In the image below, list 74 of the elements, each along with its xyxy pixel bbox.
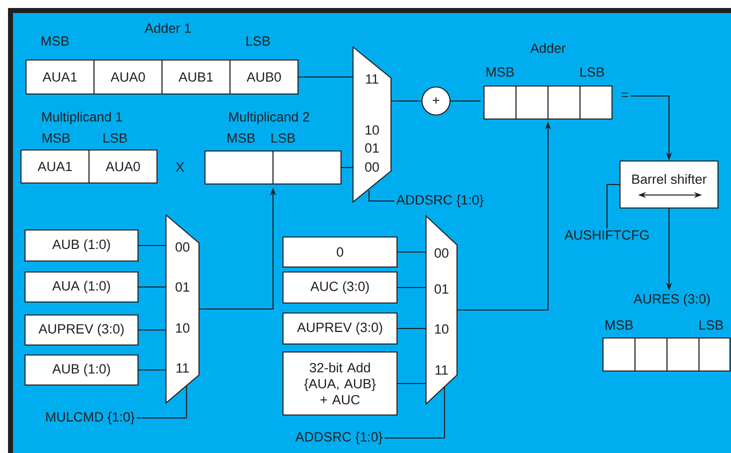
lsb-label: LSB bbox=[246, 36, 270, 46]
connector bbox=[450, 100, 480, 102]
msb-label: MSB bbox=[42, 133, 70, 143]
port-label: 10 bbox=[176, 323, 190, 333]
signal-label: ADDSRC {1:0} bbox=[295, 432, 382, 444]
port-label: 00 bbox=[365, 162, 379, 172]
lsb-label: LSB bbox=[272, 133, 295, 143]
register-cell bbox=[272, 150, 342, 185]
port-label: 00 bbox=[176, 242, 190, 252]
connector bbox=[398, 328, 426, 330]
connector bbox=[398, 382, 426, 384]
connector bbox=[138, 369, 166, 371]
register-title: Adder 1 bbox=[144, 23, 191, 33]
register-title: AURES (3:0) bbox=[634, 294, 710, 306]
input-box: AUB (1:0) bbox=[24, 354, 139, 386]
register-cell bbox=[602, 337, 636, 372]
input-box: 32-bit Add {AUA, AUB} + AUC bbox=[282, 351, 398, 416]
register-cell: AUA0 bbox=[93, 59, 163, 95]
register-cell bbox=[515, 85, 549, 120]
connector bbox=[606, 184, 620, 228]
connector bbox=[398, 286, 426, 288]
input-box: AUC (3:0) bbox=[282, 271, 398, 304]
port-label: 10 bbox=[366, 125, 379, 135]
signal-label: ADDSRC {1:0} bbox=[396, 194, 484, 208]
connector bbox=[392, 100, 422, 102]
msb-label: MSB bbox=[606, 320, 633, 330]
register-cell bbox=[547, 85, 581, 120]
register-cell bbox=[204, 150, 274, 185]
port-label: 11 bbox=[436, 365, 448, 375]
signal-label: AUSHIFTCFG bbox=[564, 230, 649, 240]
register-cell: AUB0 bbox=[229, 59, 299, 95]
msb-label: MSB bbox=[42, 36, 69, 46]
port-label: 11 bbox=[366, 74, 378, 84]
connector bbox=[138, 244, 166, 246]
register-cell bbox=[666, 337, 700, 372]
connector bbox=[398, 251, 426, 253]
port-label: 01 bbox=[434, 284, 448, 294]
input-box: AUA (1:0) bbox=[24, 271, 139, 303]
input-box: 0 bbox=[282, 236, 398, 268]
input-box: AUB (1:0) bbox=[24, 229, 139, 262]
port-label: 01 bbox=[176, 282, 190, 292]
port-label: 10 bbox=[435, 324, 448, 334]
connector bbox=[136, 386, 188, 419]
connector bbox=[384, 386, 446, 439]
connector bbox=[368, 190, 394, 202]
port-label: 01 bbox=[365, 143, 379, 153]
register-cell: AUA1 bbox=[25, 59, 95, 95]
lsb-label: LSB bbox=[580, 67, 604, 77]
register-cell: AUA1 bbox=[20, 149, 90, 184]
signal-label: MULCMD {1:0} bbox=[46, 412, 135, 424]
register-title: Multiplicand 2 bbox=[229, 112, 310, 124]
connector bbox=[298, 76, 352, 78]
input-box: AUPREV (3:0) bbox=[24, 314, 139, 346]
connector bbox=[138, 329, 166, 331]
input-box: AUPREV (3:0) bbox=[282, 312, 398, 345]
register-title: Adder bbox=[530, 43, 566, 53]
register-cell bbox=[698, 337, 731, 372]
register-cell: AUB1 bbox=[161, 59, 231, 95]
barrel-shifter-box: Barrel shifter bbox=[619, 160, 719, 209]
register-title: Multiplicand 1 bbox=[42, 112, 122, 124]
msb-label: MSB bbox=[486, 67, 514, 77]
register-cell: AUA0 bbox=[88, 149, 158, 184]
multiply-sign: X bbox=[176, 162, 184, 172]
lsb-label: LSB bbox=[104, 133, 127, 143]
port-label: 00 bbox=[434, 248, 448, 258]
port-label: 11 bbox=[176, 363, 189, 373]
register-cell bbox=[634, 337, 668, 372]
register-cell bbox=[483, 85, 517, 120]
signal-label: = bbox=[622, 92, 628, 98]
register-cell bbox=[579, 85, 613, 120]
connector bbox=[342, 166, 352, 168]
connector bbox=[138, 286, 166, 288]
lsb-label: LSB bbox=[700, 320, 723, 330]
msb-label: MSB bbox=[228, 133, 255, 143]
